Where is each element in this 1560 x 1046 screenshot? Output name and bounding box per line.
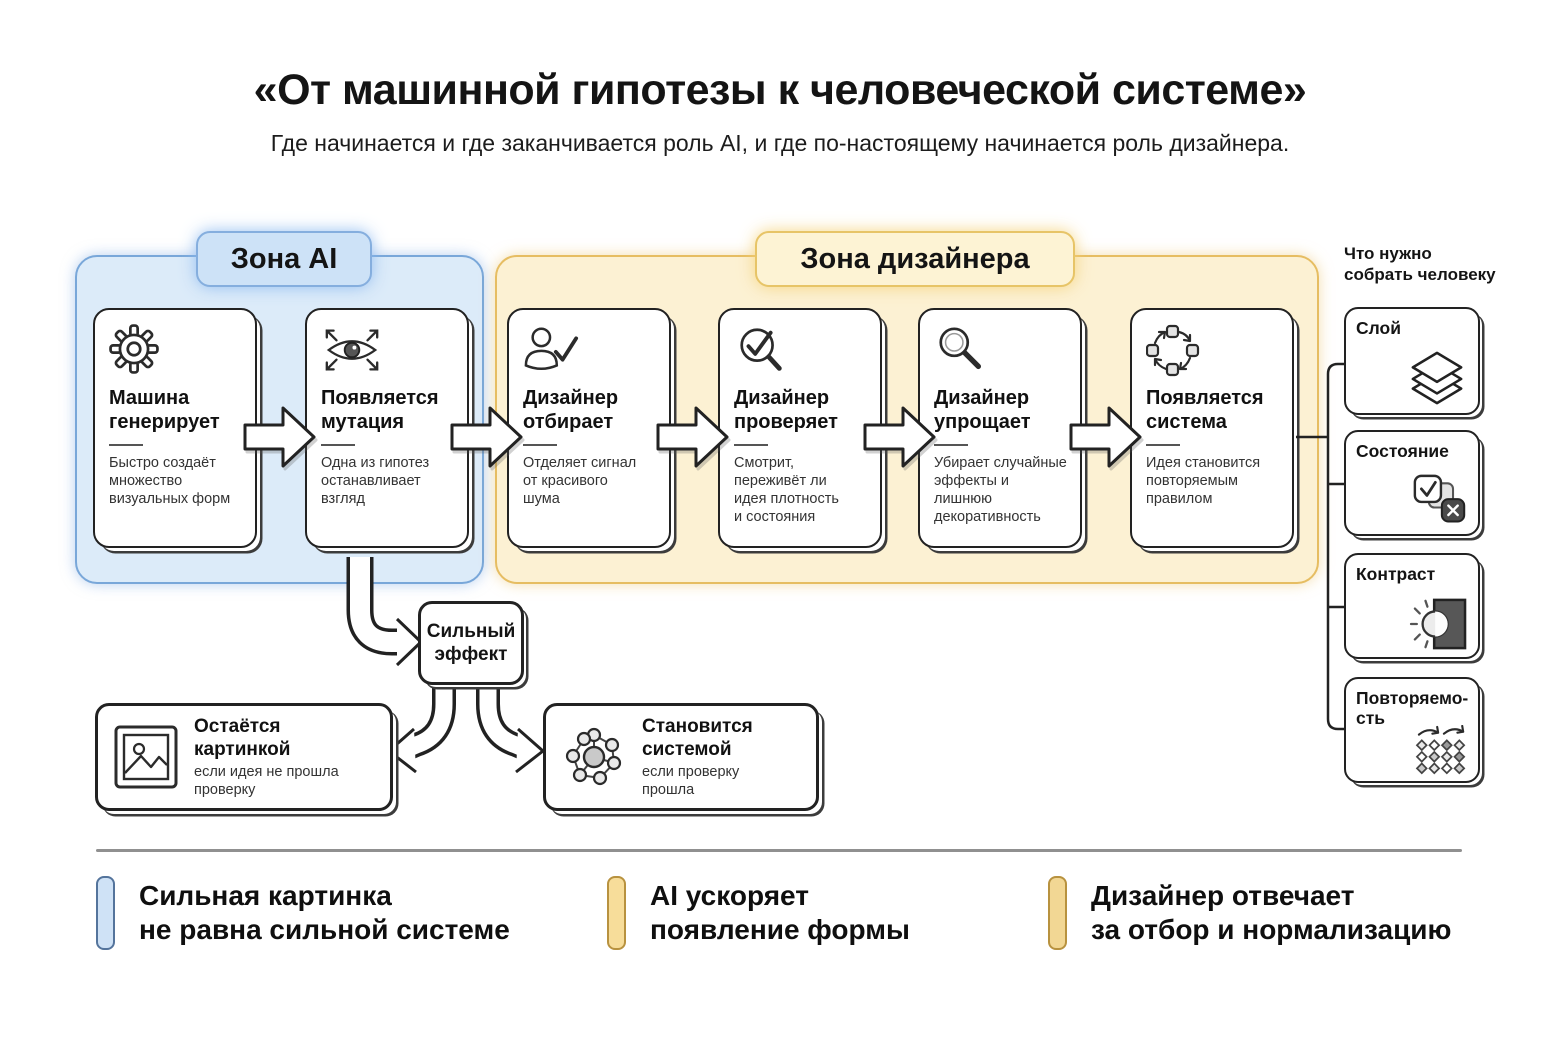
gear-icon — [109, 324, 242, 380]
card-separator — [523, 444, 557, 446]
sidebar-card-state: Состояние — [1344, 430, 1480, 536]
cycle-icon — [1146, 324, 1279, 380]
legend-item-ai-speed: AI ускоряет появление формы — [607, 876, 910, 950]
outcome-title: Становится системой — [642, 716, 753, 760]
outcome-card-picture: Остаётся картинкой если идея не прошла п… — [95, 703, 393, 811]
outcome-card-system: Становится системой если проверку прошла — [543, 703, 819, 811]
arrow-right-icon — [243, 406, 316, 468]
step-card-body: Идея становится повторяемым правилом — [1146, 455, 1261, 507]
step-card-title: Машина генерирует — [109, 387, 220, 433]
step-card-title: Дизайнер отбирает — [523, 387, 619, 433]
system-icon — [562, 725, 626, 789]
legend-text: AI ускоряет появление формы — [650, 880, 910, 945]
card-separator — [734, 444, 768, 446]
sidebar-card-label: Контраст — [1356, 564, 1436, 584]
eye-mutation-icon — [321, 324, 454, 380]
step-card-system-appears: Появляется система Идея становится повто… — [1130, 308, 1294, 548]
step-card-title: Дизайнер проверяет — [734, 387, 838, 433]
step-card-designer-selects: Дизайнер отбирает Отделяет сигнал от кра… — [507, 308, 671, 548]
arrow-right-icon — [1069, 406, 1142, 468]
sidebar-card-label: Слой — [1356, 318, 1401, 338]
zone-ai-label: Зона AI — [196, 231, 372, 287]
card-separator — [321, 444, 355, 446]
step-card-body: Смотрит, переживёт ли идея плотность и с… — [734, 455, 839, 525]
step-card-title: Появляется мутация — [321, 387, 439, 433]
layers-icon — [1404, 349, 1470, 407]
arrow-right-icon — [656, 406, 729, 468]
contrast-icon — [1408, 597, 1470, 651]
zone-designer-label: Зона дизайнера — [755, 231, 1075, 287]
arrow-right-icon — [450, 406, 523, 468]
state-icon — [1410, 474, 1470, 528]
card-separator — [109, 444, 143, 446]
step-card-title: Дизайнер упрощает — [934, 387, 1031, 433]
step-card-body: Убирает случайные эффекты и лишнюю декор… — [934, 455, 1067, 525]
card-separator — [1146, 444, 1180, 446]
repeat-icon — [1412, 725, 1472, 777]
step-card-title: Появляется система — [1146, 387, 1264, 433]
outcome-title: Остаётся картинкой — [194, 716, 291, 760]
legend-text: Сильная картинка не равна сильной систем… — [139, 880, 510, 945]
page-subtitle: Где начинается и где заканчивается роль … — [270, 130, 1290, 156]
legend-bar-tan — [1048, 876, 1067, 950]
step-card-mutation: Появляется мутация Одна из гипотез остан… — [305, 308, 469, 548]
person-check-icon — [523, 324, 656, 380]
legend-item-picture-vs-system: Сильная картинка не равна сильной систем… — [96, 876, 510, 950]
sidebar-card-label: Состояние — [1356, 441, 1449, 461]
sidebar-card-contrast: Контраст — [1344, 553, 1480, 659]
step-card-body: Одна из гипотез останавливает взгляд — [321, 455, 430, 507]
legend-text: Дизайнер отвечает за отбор и нормализаци… — [1091, 880, 1452, 945]
outcome-body: если идея не прошла проверку — [194, 764, 339, 798]
step-card-designer-checks: Дизайнер проверяет Смотрит, переживёт ли… — [718, 308, 882, 548]
arrow-right-icon — [863, 406, 936, 468]
sidebar-card-layer: Слой — [1344, 307, 1480, 415]
card-separator — [934, 444, 968, 446]
magnifier-icon — [934, 324, 1067, 380]
legend-bar-yellow — [607, 876, 626, 950]
step-card-machine-generates: Машина генерирует Быстро создаёт множест… — [93, 308, 257, 548]
step-card-body: Быстро создаёт множество визуальных форм — [109, 455, 231, 507]
sidebar-card-label: Повторяемо- сть — [1356, 688, 1469, 728]
divider — [96, 849, 1462, 852]
effect-to-system-arrow — [476, 684, 545, 774]
strong-effect-node: Сильный эффект — [418, 601, 524, 685]
effect-to-picture-arrow — [387, 684, 456, 774]
step-card-body: Отделяет сигнал от красивого шума — [523, 455, 637, 507]
check-magnifier-icon — [734, 324, 867, 380]
outcome-body: если проверку прошла — [642, 764, 740, 798]
step-card-designer-simplifies: Дизайнер упрощает Убирает случайные эффе… — [918, 308, 1082, 548]
legend-bar-blue — [96, 876, 115, 950]
page-title: «От машинной гипотезы к человеческой сис… — [253, 66, 1307, 114]
sidebar-card-repeatability: Повторяемо- сть — [1344, 677, 1480, 783]
sidebar-title: Что нужно собрать человеку — [1344, 244, 1496, 284]
legend-item-designer-responsibility: Дизайнер отвечает за отбор и нормализаци… — [1048, 876, 1451, 950]
picture-icon — [114, 725, 178, 789]
